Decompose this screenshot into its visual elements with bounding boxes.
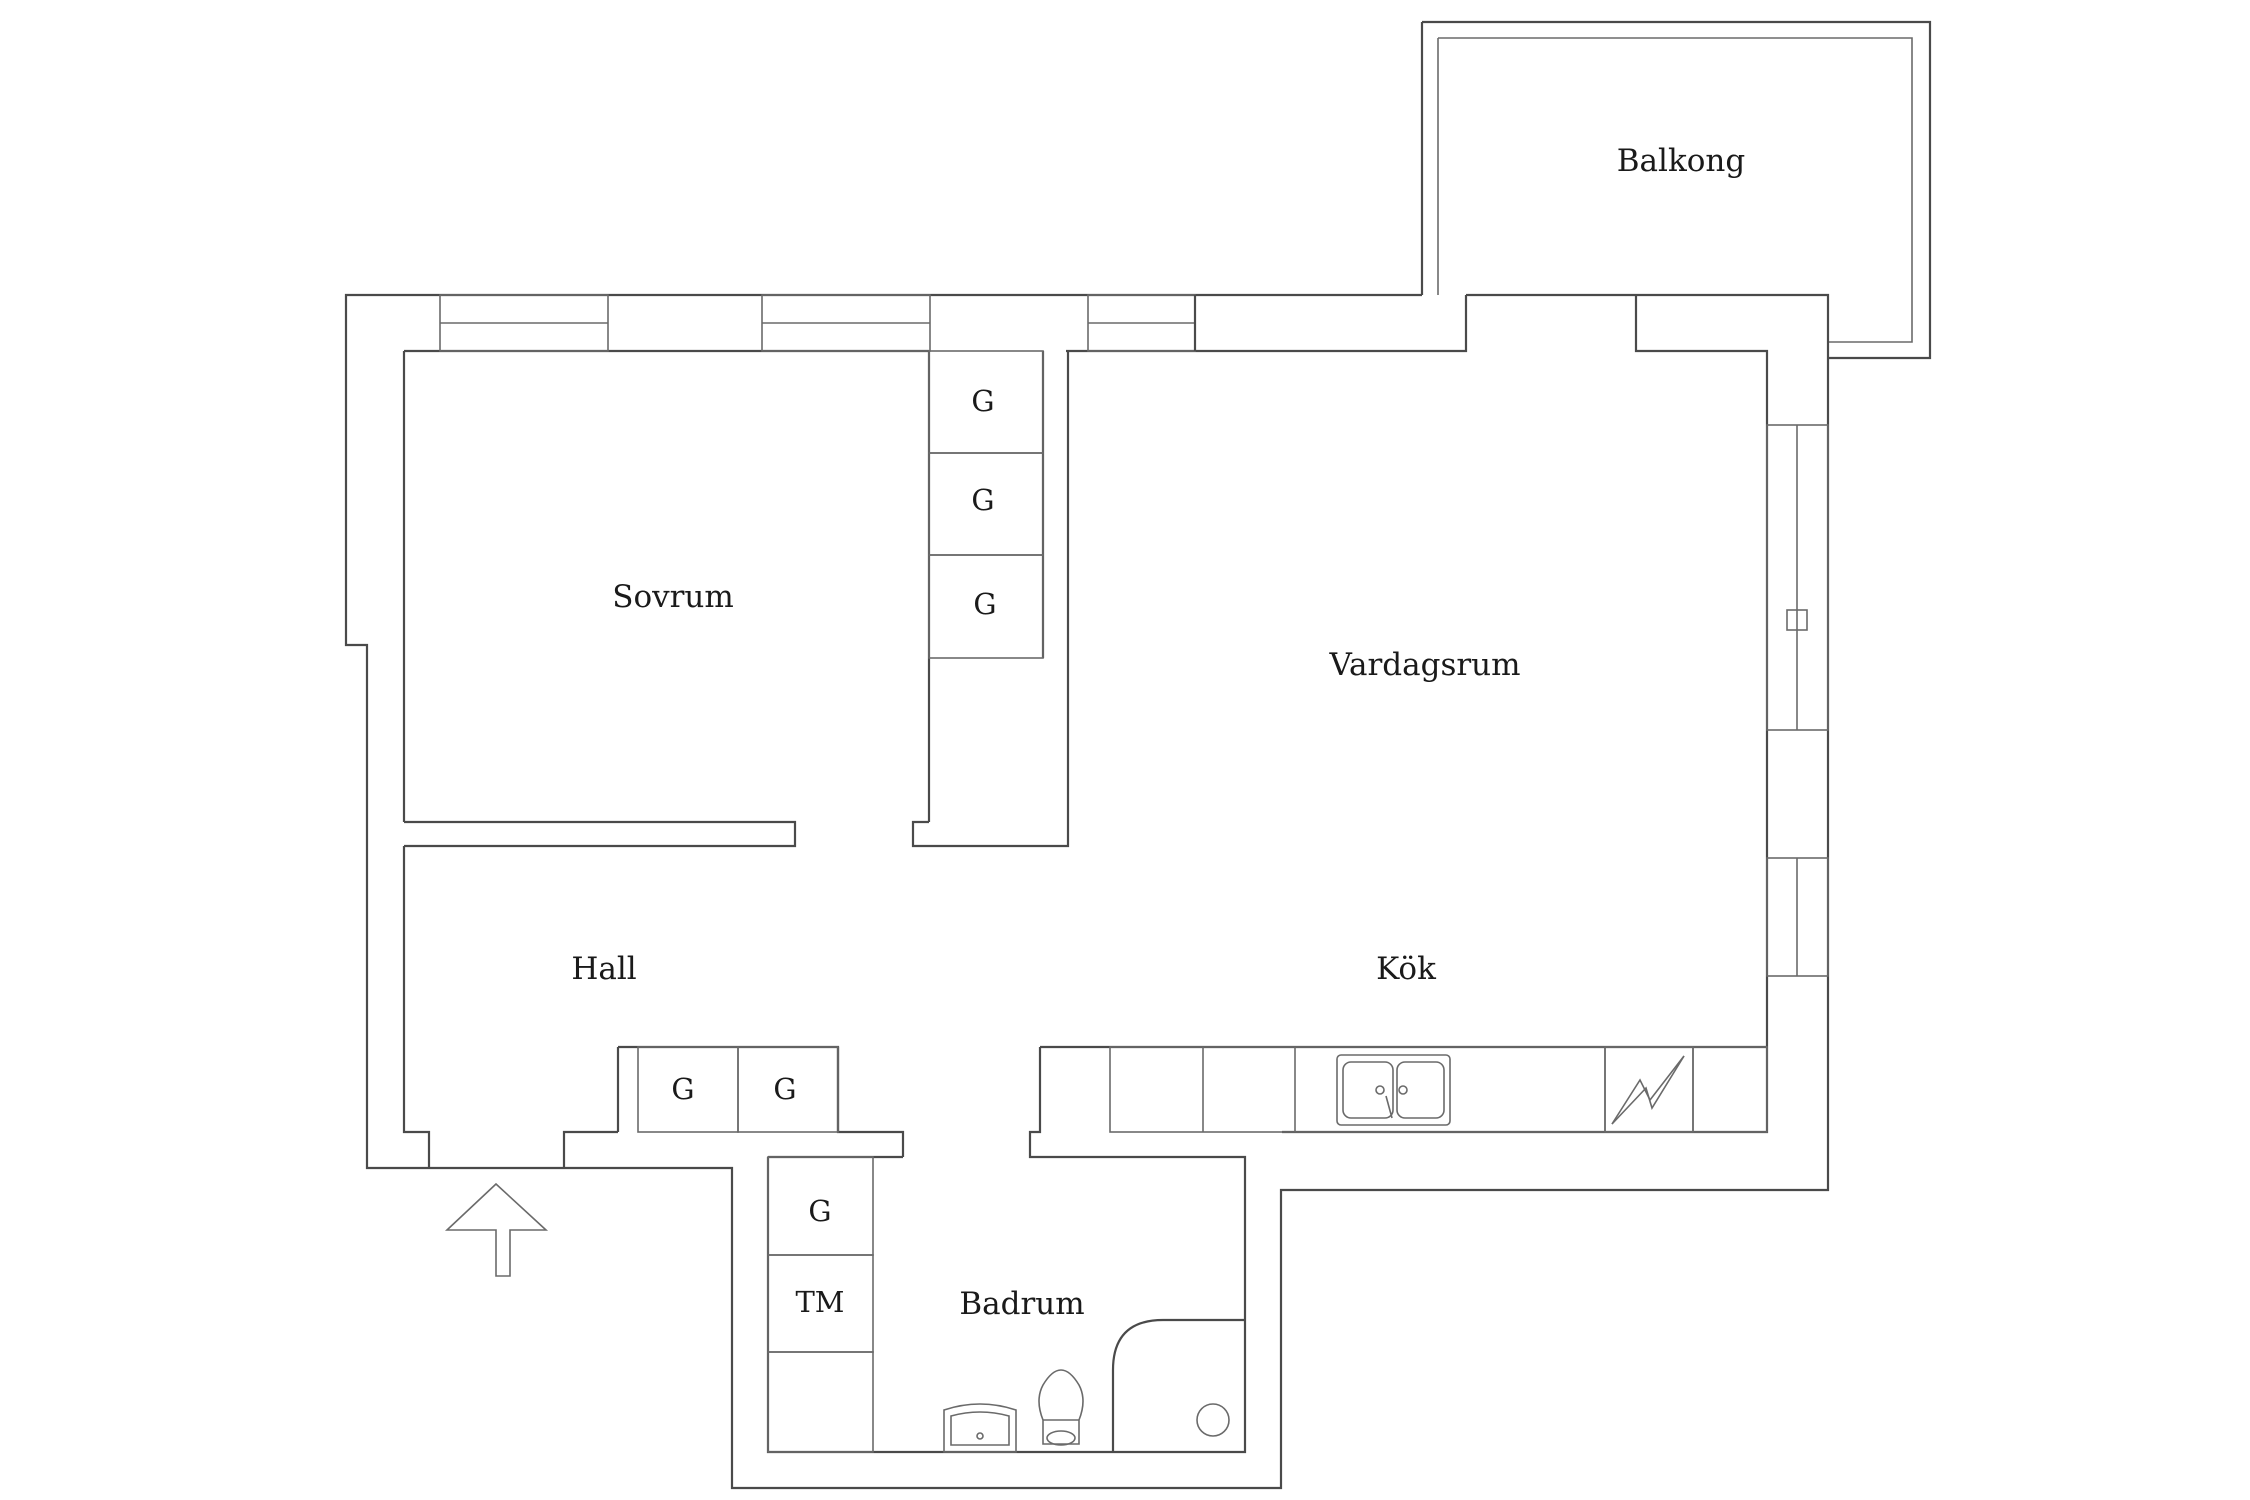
kitchen-counter bbox=[1109, 1046, 1768, 1133]
interior-walls bbox=[404, 351, 1767, 1454]
stove-icon bbox=[1604, 1046, 1694, 1133]
bath-cabinets bbox=[767, 1156, 874, 1453]
washbasin-icon bbox=[943, 1403, 1017, 1453]
room-label-balkong: Balkong bbox=[1617, 143, 1745, 179]
toilet-icon bbox=[1038, 1369, 1084, 1446]
room-label-vardagsrum: Vardagsrum bbox=[1328, 647, 1520, 683]
washer-label: TM bbox=[795, 1285, 844, 1319]
wardrobe-label: G bbox=[971, 483, 994, 517]
balcony bbox=[1420, 20, 1932, 360]
room-label-kok: Kök bbox=[1376, 951, 1436, 987]
room-label-badrum: Badrum bbox=[959, 1286, 1084, 1322]
right-windows bbox=[1766, 424, 1829, 977]
room-label-sovrum: Sovrum bbox=[612, 579, 734, 615]
shower-icon bbox=[1111, 1318, 1245, 1452]
kitchen-sink-icon bbox=[1336, 1054, 1451, 1126]
wardrobe-label: G bbox=[971, 384, 994, 418]
wardrobe-label: G bbox=[808, 1194, 831, 1228]
wardrobe-label: G bbox=[671, 1072, 694, 1106]
entrance-arrow-icon bbox=[444, 1182, 549, 1277]
outer-walls bbox=[344, 293, 1830, 1490]
room-label-hall: Hall bbox=[571, 951, 636, 987]
wardrobe-hall-group bbox=[637, 1046, 839, 1133]
top-windows bbox=[439, 293, 1468, 352]
wardrobe-label: G bbox=[773, 1072, 796, 1106]
wardrobe-bedroom-group bbox=[928, 350, 1044, 659]
wardrobe-label: G bbox=[973, 587, 996, 621]
